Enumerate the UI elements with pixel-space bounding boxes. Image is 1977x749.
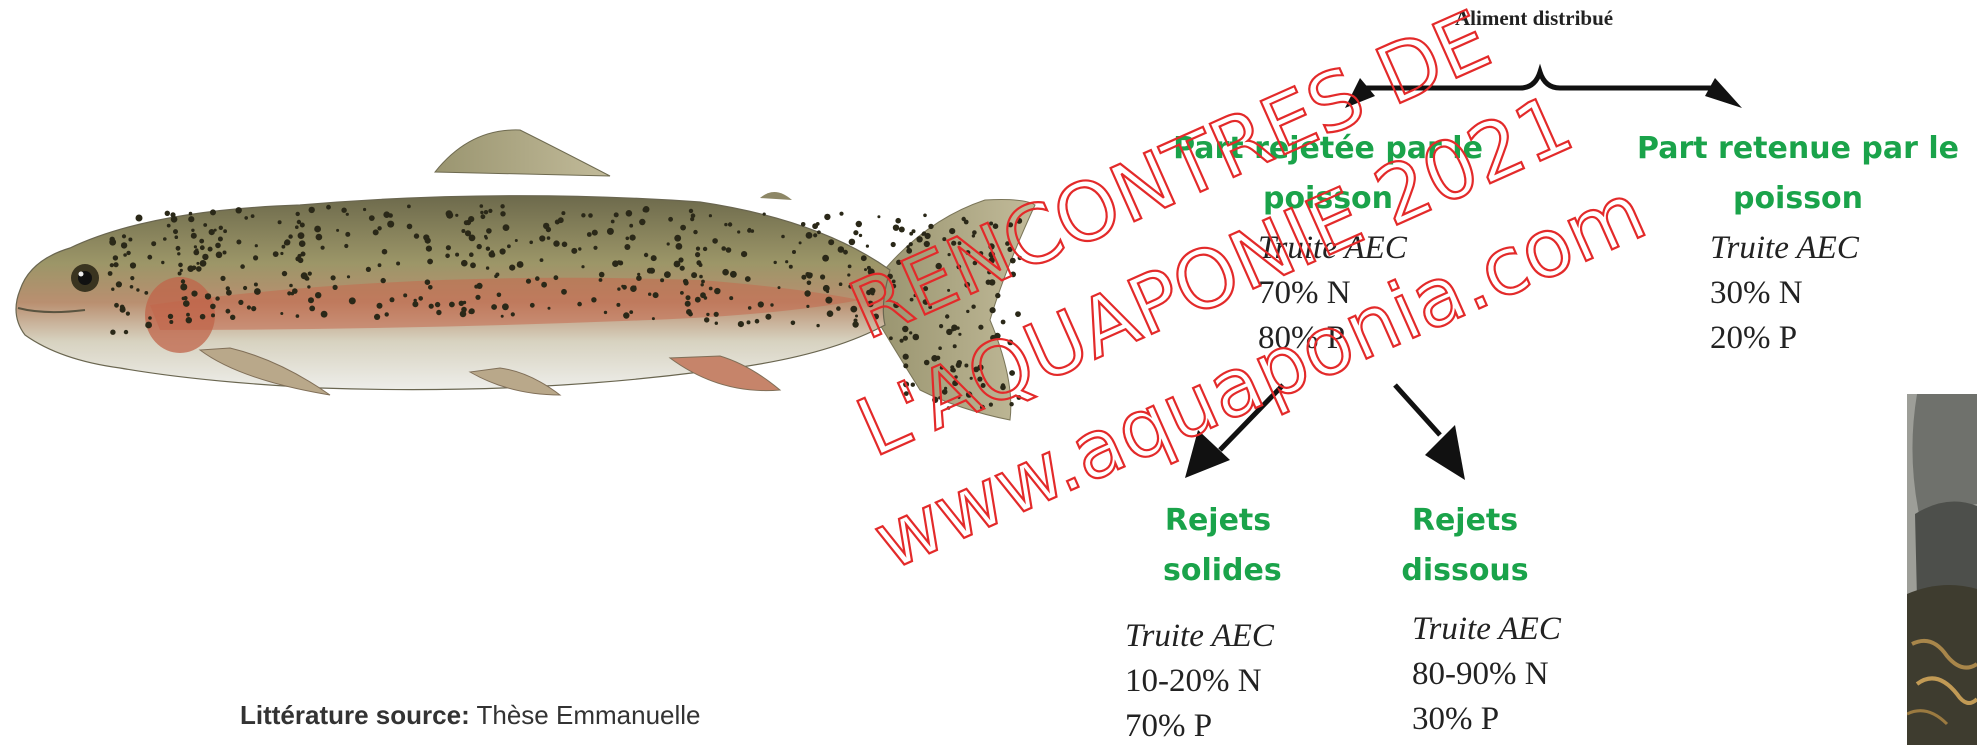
retained-species: Truite AEC: [1710, 226, 1859, 271]
source-text: Thèse Emmanuelle: [477, 700, 701, 730]
retained-part-heading: Part retenue par le poisson: [1628, 124, 1968, 224]
diagram-title: Aliment distribué: [1455, 6, 1613, 31]
arrow-head-left: [1345, 78, 1375, 108]
solid-species: Truite AEC: [1125, 614, 1274, 659]
rejected-p: 80% P: [1258, 316, 1407, 361]
dissolved-n: 80-90% N: [1412, 652, 1561, 697]
rejected-species: Truite AEC: [1258, 226, 1407, 271]
solid-n: 10-20% N: [1125, 659, 1274, 704]
arrow-to-dissolved: [1395, 385, 1440, 435]
rejected-n: 70% N: [1258, 271, 1407, 316]
arrow-head-right: [1705, 78, 1742, 108]
retained-p: 20% P: [1710, 316, 1859, 361]
fish-tank-photo: [1907, 394, 1977, 745]
rejected-stats: Truite AEC 70% N 80% P: [1258, 226, 1407, 361]
dissolved-waste-heading: Rejets dissous: [1385, 496, 1545, 596]
rejected-part-heading: Part rejetée par le poisson: [1158, 124, 1498, 224]
arrow-to-solid: [1220, 385, 1283, 450]
retained-stats: Truite AEC 30% N 20% P: [1710, 226, 1859, 361]
solid-p: 70% P: [1125, 704, 1274, 749]
source-label: Littérature source:: [240, 700, 470, 730]
solid-waste-heading: Rejets solides: [1163, 496, 1273, 596]
retained-n: 30% N: [1710, 271, 1859, 316]
dissolved-species: Truite AEC: [1412, 607, 1561, 652]
brace-line: [1365, 72, 1715, 88]
source-citation: Littérature source: Thèse Emmanuelle: [240, 700, 701, 731]
dissolved-p: 30% P: [1412, 697, 1561, 742]
dissolved-stats: Truite AEC 80-90% N 30% P: [1412, 607, 1561, 742]
solid-stats: Truite AEC 10-20% N 70% P: [1125, 614, 1274, 749]
